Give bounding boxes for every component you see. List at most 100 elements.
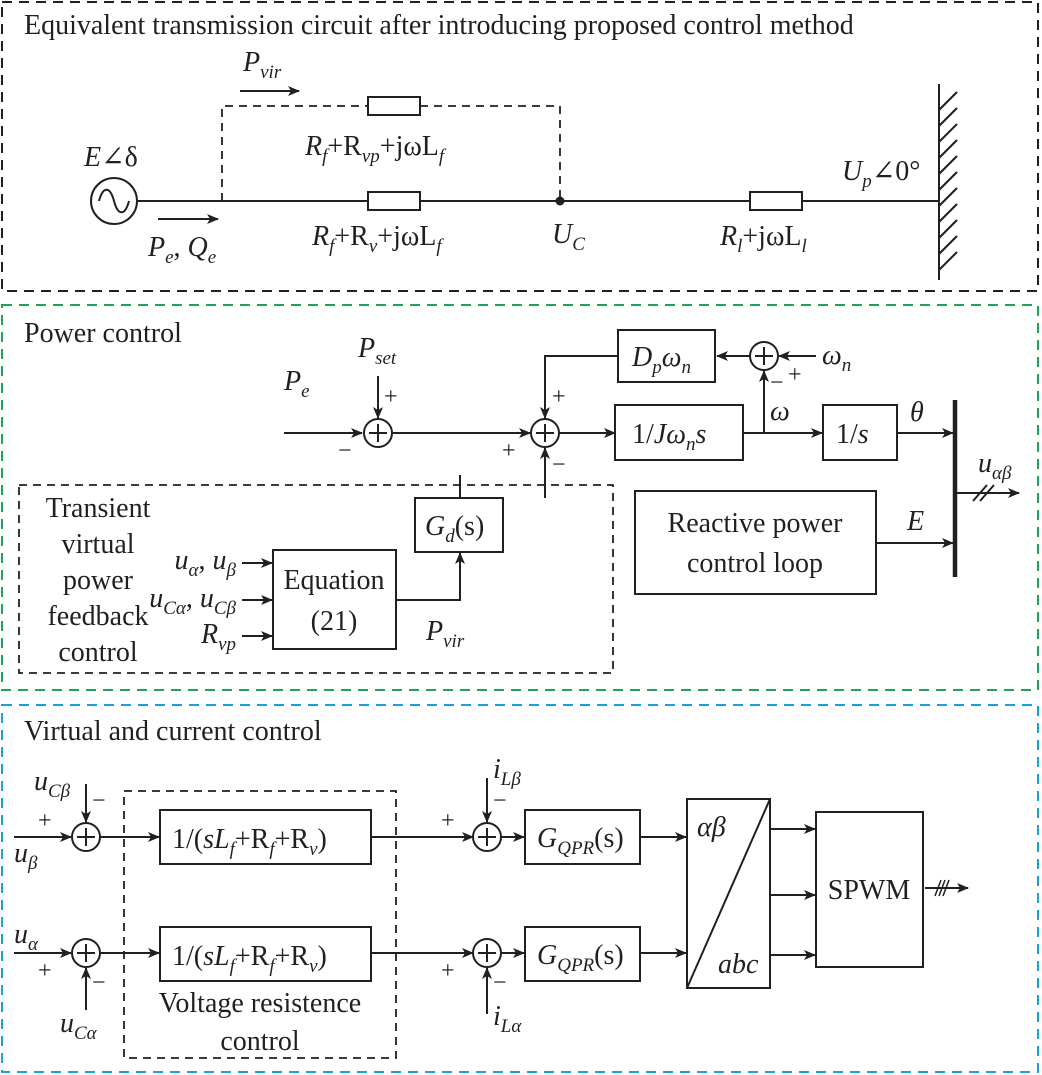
section-virtual-current-control: Virtual and current control uCβ − + uβ 1… bbox=[1, 704, 1039, 1073]
feedback-box-label: Transient virtual power feedback control bbox=[46, 493, 151, 668]
sum2-left-plus-sign: + bbox=[502, 438, 516, 464]
svg-text:feedback: feedback bbox=[47, 601, 148, 632]
real-impedance-resistor bbox=[367, 191, 421, 211]
real-impedance-label: Rf+Rv+jωLf bbox=[311, 221, 444, 257]
two-phase-slash-icon bbox=[972, 484, 995, 502]
hatch-line bbox=[938, 235, 958, 255]
sum-a1-plus: + bbox=[38, 958, 52, 984]
equation-block-line2: (21) bbox=[311, 606, 358, 637]
feedback-control-box bbox=[18, 484, 614, 674]
svg-text:power: power bbox=[63, 565, 134, 596]
uca-input-label: uCα bbox=[60, 1008, 98, 1044]
qpr-block-alpha-label: GQPR(s) bbox=[537, 940, 624, 976]
hatch-line bbox=[938, 171, 958, 191]
section1-border bbox=[1, 1, 1039, 292]
pe-input-label: Pe bbox=[283, 366, 310, 402]
line-impedance-label: Rl+jωLl bbox=[719, 221, 807, 257]
hatch-line bbox=[938, 107, 958, 127]
vr-box-label-line1: Voltage resistence bbox=[159, 988, 361, 1019]
vr-block-beta-label: 1/(sLf+Rf+Rv) bbox=[172, 824, 327, 860]
section3-title: Virtual and current control bbox=[24, 716, 322, 747]
gd-block-label: Gd(s) bbox=[425, 511, 484, 547]
sum-b2-minus: − bbox=[493, 788, 507, 814]
infinite-bus-icon bbox=[938, 84, 958, 280]
omega-label: ω bbox=[770, 396, 790, 427]
svg-text:Transient: Transient bbox=[46, 493, 151, 524]
pe-qe-label: Pe, Qe bbox=[147, 232, 216, 268]
voltage-resistance-box bbox=[123, 790, 397, 1059]
summing-junction-b2 bbox=[472, 822, 502, 852]
node-uc-label: UC bbox=[552, 219, 585, 255]
reactive-power-block bbox=[634, 490, 877, 595]
sum3-minus-sign: − bbox=[770, 370, 784, 396]
ac-source-icon bbox=[90, 177, 138, 225]
sum1-plus-sign: + bbox=[384, 384, 398, 410]
pvir-signal-label: Pvir bbox=[425, 616, 465, 652]
vr-block-alpha bbox=[159, 926, 372, 982]
uab-label: uαβ bbox=[978, 448, 1012, 484]
section2-title: Power control bbox=[24, 318, 182, 349]
source-label: E∠δ bbox=[83, 142, 138, 173]
e-label: E bbox=[906, 506, 924, 537]
svg-text:virtual: virtual bbox=[61, 529, 134, 560]
summing-junction-b1 bbox=[71, 822, 101, 852]
sum2-bottom-minus-sign: − bbox=[552, 452, 566, 478]
three-phase-slash-icon bbox=[934, 879, 950, 897]
hatch-line bbox=[938, 155, 958, 175]
damping-to-sum2-wire bbox=[540, 355, 618, 419]
summing-junction-2 bbox=[530, 418, 560, 448]
svg-text:control: control bbox=[58, 637, 138, 668]
hatch-line bbox=[938, 251, 958, 271]
integrator-block-label: 1/s bbox=[836, 419, 869, 450]
virtual-branch-right bbox=[420, 105, 561, 201]
summing-junction-3 bbox=[749, 341, 779, 371]
summing-junction-a2 bbox=[472, 938, 502, 968]
hatch-line bbox=[938, 187, 958, 207]
virtual-branch-left bbox=[221, 105, 368, 201]
pset-input-label: Pset bbox=[357, 333, 397, 369]
hatch-line bbox=[938, 123, 958, 143]
qpr-block-alpha bbox=[524, 926, 641, 982]
pvir-wire bbox=[396, 552, 465, 601]
virtual-impedance-resistor bbox=[367, 96, 421, 116]
hatch-line bbox=[938, 139, 958, 159]
vr-block-beta bbox=[159, 809, 372, 865]
summing-junction-1 bbox=[363, 418, 393, 448]
input-rvp: Rvp bbox=[200, 619, 236, 655]
section2-border bbox=[1, 304, 1039, 691]
section-transmission-circuit: Equivalent transmission circuit after in… bbox=[1, 1, 1039, 292]
inertia-block bbox=[614, 404, 744, 461]
section1-title: Equivalent transmission circuit after in… bbox=[24, 10, 854, 41]
sum2-top-plus-sign: + bbox=[552, 384, 566, 410]
node-uc-dot bbox=[555, 196, 565, 206]
sum-a2-minus: − bbox=[493, 970, 507, 996]
ub-input-label: uβ bbox=[14, 838, 38, 874]
spwm-block bbox=[815, 811, 924, 968]
sum1-minus-sign: − bbox=[338, 438, 352, 464]
omega-n-label: ωn bbox=[822, 340, 851, 376]
hatch-line bbox=[938, 203, 958, 223]
sum-a2-plus: + bbox=[441, 958, 455, 984]
vr-block-alpha-label: 1/(sLf+Rf+Rv) bbox=[172, 941, 327, 977]
input-uc-alpha-beta: uCα, uCβ bbox=[149, 583, 236, 619]
qpr-block-beta bbox=[524, 809, 641, 865]
ilb-input-label: iLβ bbox=[493, 754, 521, 790]
ucb-input-label: uCβ bbox=[34, 766, 71, 802]
sum-a1-minus: − bbox=[92, 970, 106, 996]
section-power-control: Power control Pe − Pset + + + − 1/ bbox=[1, 304, 1039, 691]
reactive-block-line2: control loop bbox=[687, 548, 823, 579]
qpr-block-beta-label: GQPR(s) bbox=[537, 823, 624, 859]
spwm-label: SPWM bbox=[828, 875, 911, 906]
damping-block bbox=[617, 329, 716, 383]
sum-b1-minus: − bbox=[92, 788, 106, 814]
input-u-alpha-beta: uα, uβ bbox=[175, 545, 237, 581]
sum-b2-plus: + bbox=[441, 808, 455, 834]
theta-label: θ bbox=[910, 397, 924, 428]
inertia-block-label: 1/Jωns bbox=[632, 419, 706, 455]
damping-block-label: Dpωn bbox=[631, 342, 691, 378]
grid-voltage-label: Up∠0° bbox=[842, 156, 920, 192]
transform-diagonal bbox=[686, 798, 771, 989]
ua-input-label: uα bbox=[14, 919, 39, 955]
section3-border bbox=[1, 704, 1039, 1073]
